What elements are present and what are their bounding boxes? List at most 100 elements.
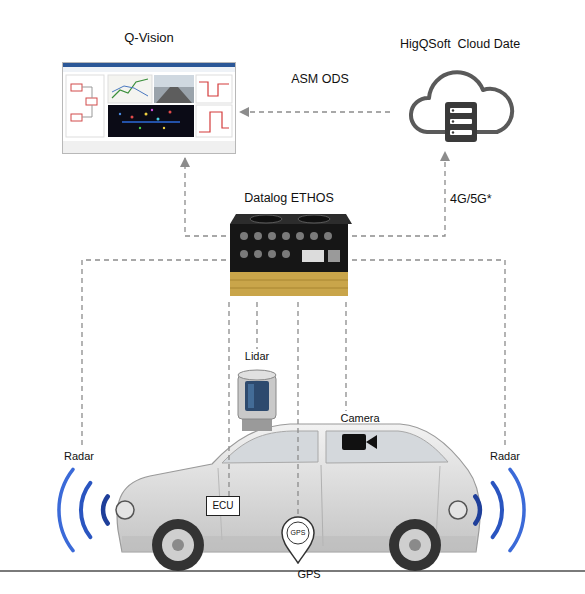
wheel-rim [162,529,194,561]
dashed-connector [240,111,390,112]
connection-label: ASM ODS [282,72,358,86]
radar-sensor: Radar [468,449,542,549]
sensor-name: Radar [42,449,116,463]
screenshot-part [139,127,141,129]
screenshot [62,62,236,154]
logger-device-part [310,232,318,240]
window-title: Q-Vision [58,30,240,46]
screenshot-part [122,121,180,123]
logger-device-part [240,250,248,258]
wheel-hub [172,539,184,551]
lidar-icon-part [245,381,269,411]
screenshot-part [119,113,121,115]
screenshot-part [151,109,153,111]
dashed-connector [345,302,346,411]
dashed-connector [185,158,226,236]
radar-waves-part [475,497,480,524]
cloud-icon-part [452,120,454,122]
device-title: Datalog ETHOS [226,190,352,206]
screenshot-part [163,127,165,129]
radar-sensor-mount [116,501,134,519]
wheel [389,519,441,571]
car-window [222,431,318,463]
connection-label: 4G/5G* [450,192,510,206]
screenshot-part [199,82,229,96]
dashed-connector [256,302,257,349]
radar-sensor-mount [449,501,467,519]
screenshot-part [169,111,172,114]
radar-waves-part [81,483,90,537]
lidar-sensor: Lidar [232,349,282,435]
car-window [326,431,448,463]
wheel [152,519,204,571]
screenshot-part [145,113,148,116]
camera-icon-part [366,435,377,449]
screenshot-part [112,79,148,98]
logger-device-part [302,250,324,262]
screenshot-part [63,67,235,72]
logger-device-part [230,224,348,272]
logger-device-part [230,272,348,296]
radar-waves-part [510,469,524,550]
dashed-connector [82,260,226,449]
logger-device [226,212,352,300]
screenshot-part [86,98,97,105]
logger-device-part [230,280,348,281]
data-logger: Datalog ETHOS [226,190,352,302]
dashed-connector [352,152,445,236]
cloud-icon-part [450,108,472,113]
logger-device-part [268,232,276,240]
cloud-icon-part [450,119,472,124]
wheel-hub [409,539,421,551]
screenshot-part [112,86,148,96]
screenshot-part [108,75,152,103]
sensor-name: Lidar [232,349,282,363]
logger-device-part [230,214,352,224]
door-line [436,466,440,540]
pin-shape [280,516,316,564]
logger-device-part [254,250,262,258]
screenshot-part [154,75,194,87]
camera-sensor: Camera [332,411,388,455]
logger-device-part [230,288,348,289]
sensor-name: Camera [332,411,388,425]
logger-device-part [296,232,304,240]
lidar-icon-part [238,375,276,419]
screenshot-part [108,105,194,137]
logger-device-part [268,250,276,258]
pin-text: GPS [280,528,316,537]
logger-device-part [282,250,290,258]
pin-shape-part [282,517,314,563]
radar-waves-part [493,483,502,537]
logger-device-part [254,232,262,240]
wheel-rim [399,529,431,561]
logger-device-part [282,232,290,240]
screenshot-part [66,75,104,137]
lidar-icon [232,367,282,433]
ecu-name: ECU [207,497,239,515]
screenshot-part [131,116,134,119]
sensor-name: Radar [468,449,542,463]
logger-device-part [240,232,248,240]
dashed-connector [228,302,229,496]
software-window: Q-Vision [58,28,240,158]
screenshot-part [63,63,235,67]
door-line [321,465,323,546]
cloud-storage: HigQSoft Cloud Date [390,30,530,152]
dashed-connector [297,302,298,516]
cloud-title: HigQSoft Cloud Date [390,36,530,52]
lidar-icon-part [248,384,254,408]
radar-waves-part [59,469,73,550]
screenshot-part [196,75,232,103]
screenshot-part [199,112,229,132]
radar-sensor: Radar [42,449,116,549]
cloud-icon [405,60,515,150]
screenshot-part [154,75,194,103]
screenshot-part [71,84,82,91]
cloud-icon-part [452,131,454,133]
cloud-icon-part [450,130,472,135]
radar-waves-part [103,497,108,524]
logger-device-part [328,250,340,262]
logger-device-part [298,215,330,223]
